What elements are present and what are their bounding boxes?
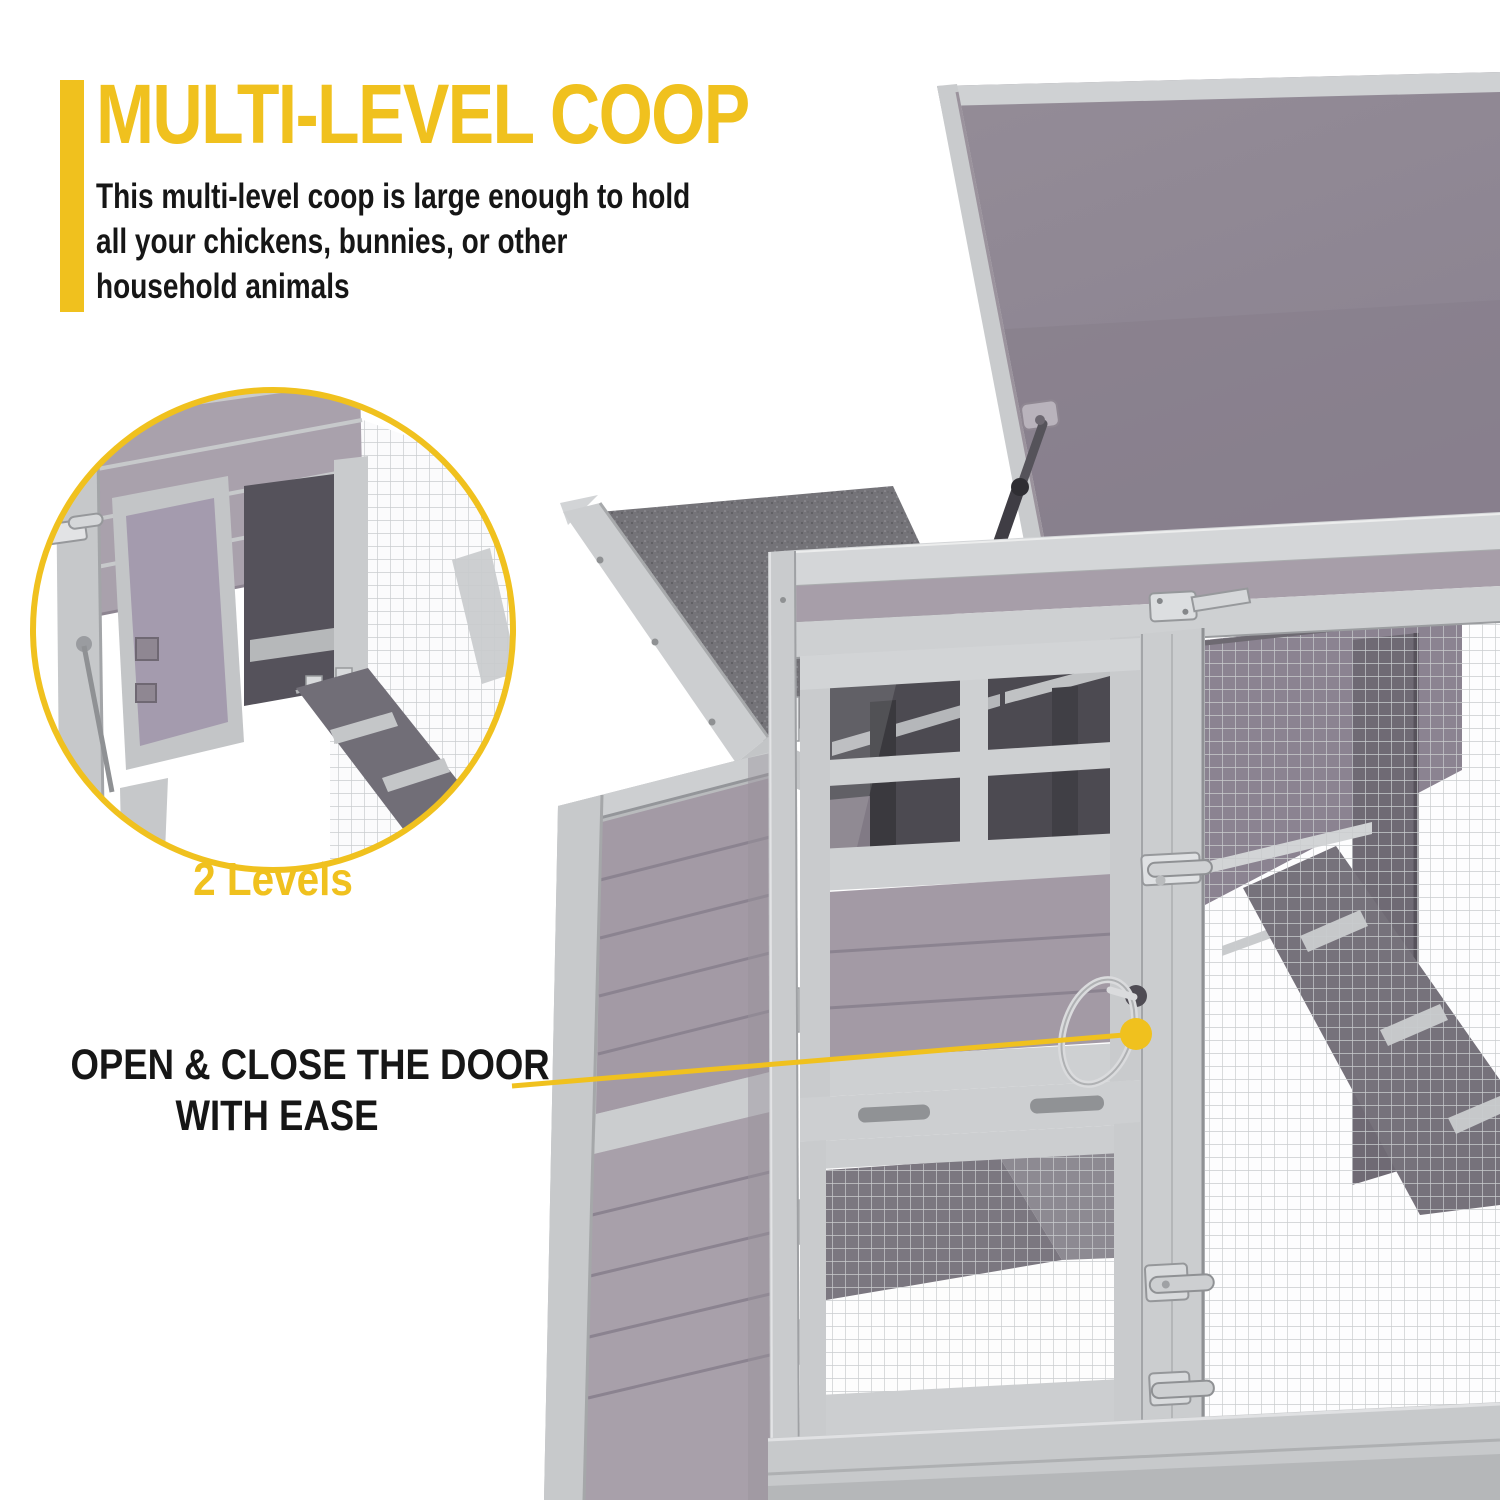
callout-dot [1120, 1018, 1152, 1050]
callout-line-1: OPEN & CLOSE THE DOOR [70, 1041, 550, 1089]
main-coop-photo [544, 72, 1500, 1500]
inset-photo-circle [30, 387, 516, 873]
lower-mesh-door [788, 1122, 1140, 1440]
callout-line-2: WITH EASE [175, 1091, 379, 1140]
handle-slot [858, 1104, 931, 1123]
description-line: all your chickens, bunnies, or other [96, 222, 568, 261]
title-accent-bar [60, 80, 84, 312]
page-title: MULTI-LEVEL COOP [96, 67, 750, 161]
window-latch [1140, 851, 1213, 887]
window-door [788, 636, 1140, 1100]
lower-door-latch [1143, 1262, 1215, 1303]
open-roof-lid [937, 72, 1500, 562]
callout-pointer [511, 1018, 1152, 1089]
inset-caption: 2 Levels [193, 853, 353, 905]
front-right-post [1140, 628, 1205, 1500]
door-lower-panel [828, 874, 1112, 1060]
description-line: household animals [96, 267, 350, 306]
front-left-post [768, 550, 800, 1500]
handle-slot [1030, 1095, 1105, 1114]
callout-line [511, 1031, 1137, 1089]
base-rail [767, 1402, 1500, 1500]
callout-label: OPEN & CLOSE THE DOOR WITH EASE [70, 1040, 550, 1141]
nest-box-opening [244, 474, 334, 706]
description-line: This multi-level coop is large enough to… [96, 177, 691, 216]
side-wall [544, 752, 771, 1500]
inset-circle-ring [30, 387, 516, 873]
wire-mesh [826, 1152, 1114, 1414]
front-top-beams [795, 512, 1500, 659]
drawer-handle-rail [800, 1080, 1140, 1142]
inset-ramp [295, 667, 478, 838]
lower-door-latch [1148, 1370, 1215, 1407]
nest-box-door [112, 476, 244, 770]
run-mesh-panel [1204, 608, 1500, 1452]
header-description: This multi-level coop is large enough to… [96, 174, 690, 309]
roof-latch [1148, 587, 1252, 623]
wire-mesh [1205, 608, 1500, 1452]
